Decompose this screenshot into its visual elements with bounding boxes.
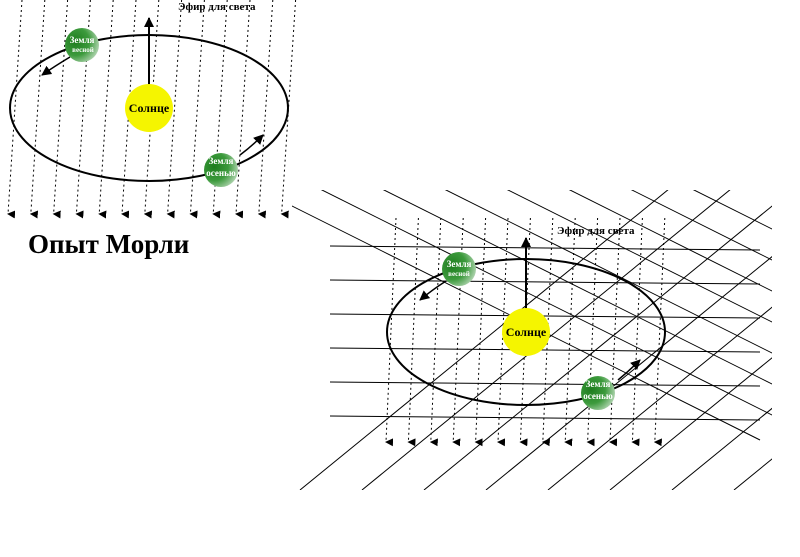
sun-top <box>125 84 173 132</box>
ether-flow-line <box>653 217 666 447</box>
grid-line <box>609 357 772 490</box>
ether-flow-line <box>189 0 205 219</box>
earth-autumn-sublabel-top: осенью <box>206 168 236 178</box>
earth-spring-sublabel-top: весной <box>72 46 94 54</box>
earth-autumn-label-top: Земля <box>209 156 234 166</box>
ether-flow-line <box>609 217 621 447</box>
sun-bottom <box>502 308 550 356</box>
ether-flow-line <box>631 217 643 447</box>
earth-autumn-label-bottom: Земля <box>586 379 611 389</box>
ether-flow-line <box>429 217 442 447</box>
ether-flow-line <box>474 217 487 447</box>
earth-autumn-sublabel-bottom: осенью <box>583 391 613 401</box>
ether-flow-line <box>407 217 419 447</box>
grid-line <box>299 190 669 490</box>
grid-line <box>423 205 772 490</box>
ether-flow-line <box>564 217 576 447</box>
grid-line <box>444 190 772 354</box>
earth-autumn-bottom <box>581 376 615 410</box>
grid-line <box>692 190 772 230</box>
ether-flow-line <box>98 0 114 219</box>
earth-autumn-top <box>204 153 238 187</box>
ether-flow-line <box>166 0 183 219</box>
grid-line <box>671 407 772 490</box>
grid-line <box>382 190 772 385</box>
ether-flow-line <box>212 0 228 219</box>
grid-line <box>329 415 761 421</box>
grid-line <box>630 190 772 261</box>
grid-line <box>320 190 772 416</box>
earth-spring-label-top: Земля <box>70 35 95 45</box>
figure-title: Опыт Морли <box>28 229 189 259</box>
top-diagram: Эфир для света Солнце Земля весной Земля… <box>7 0 297 219</box>
orbit-arrow-spring-bottom <box>419 280 447 301</box>
earth-spring-bottom <box>442 252 476 286</box>
ether-flow-line <box>29 0 46 219</box>
earth-spring-top <box>65 28 99 62</box>
orbit-arrow-autumn-bottom <box>617 359 641 381</box>
ether-label-top: Эфир для света <box>178 1 256 13</box>
sun-label-top: Солнце <box>129 101 170 115</box>
grid-line <box>329 347 761 353</box>
ether-flow-line <box>257 0 274 219</box>
grid-line <box>329 313 761 319</box>
ether-flow-line <box>235 0 251 219</box>
grid-line <box>292 205 761 441</box>
sun-label-bottom: Солнце <box>506 325 547 339</box>
earth-spring-label-bottom: Земля <box>447 259 472 269</box>
ether-flow-line <box>280 0 297 219</box>
grid-line <box>329 279 761 285</box>
bottom-diagram: Эфир для света Солнце Земля весной Земля… <box>292 190 772 490</box>
orbit-arrow-autumn-top <box>239 134 264 156</box>
grid-line <box>568 190 772 292</box>
grid-line <box>361 190 731 490</box>
earth-spring-sublabel-bottom: весной <box>448 270 470 278</box>
ether-flow-line <box>452 217 464 447</box>
orbit-arrow-spring-top <box>41 56 71 76</box>
ether-flow-line <box>52 0 69 219</box>
ether-flow-line <box>385 217 397 447</box>
ether-flow-line <box>7 0 23 219</box>
ether-label-bottom: Эфир для света <box>557 225 635 237</box>
